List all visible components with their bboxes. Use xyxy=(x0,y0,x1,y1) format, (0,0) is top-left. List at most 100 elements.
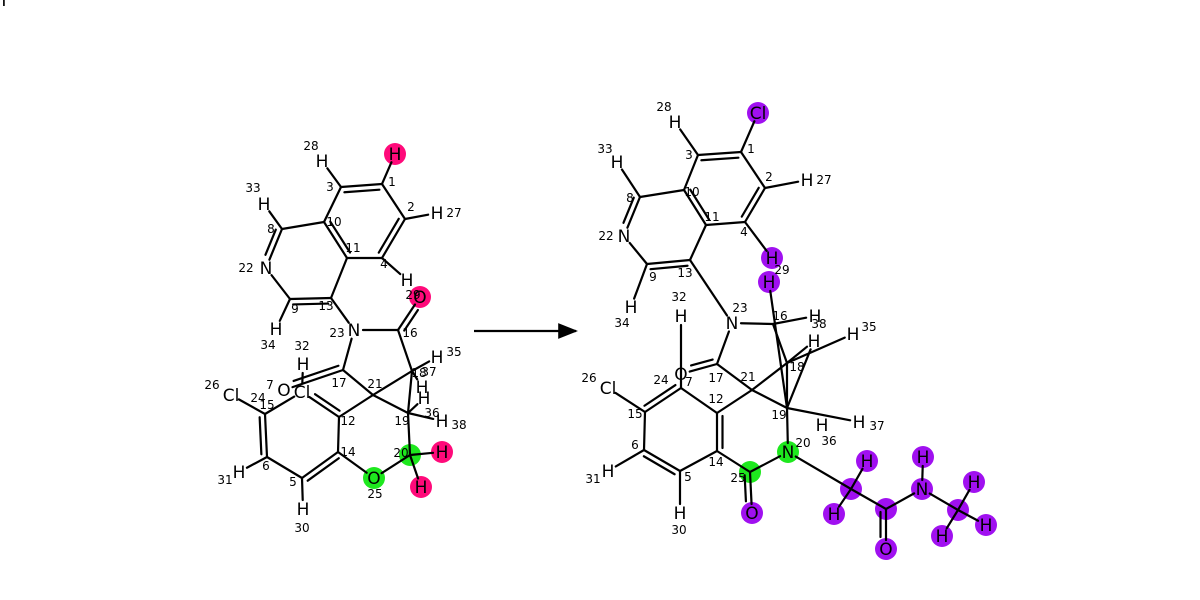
bond xyxy=(645,258,692,266)
atom-symbol: H xyxy=(936,527,949,547)
bond xyxy=(750,388,789,410)
bond xyxy=(849,487,888,511)
atom-index-number: 27 xyxy=(816,173,831,187)
atom-highlight xyxy=(931,525,953,547)
bond xyxy=(237,398,267,416)
atom-symbol: H xyxy=(233,463,246,483)
bond xyxy=(628,241,649,266)
atom-index-number: 38 xyxy=(811,317,826,331)
atom-index-number: 6 xyxy=(262,459,270,473)
bond xyxy=(679,386,719,415)
bond xyxy=(371,369,414,397)
bond xyxy=(945,508,960,530)
atom-index-number: 31 xyxy=(585,472,600,486)
atom-index-number: 37 xyxy=(421,365,436,379)
atom-index-number: 23 xyxy=(329,326,344,340)
bond xyxy=(794,455,853,491)
atom-index-number: 21 xyxy=(367,377,382,391)
atom-index-number: 10 xyxy=(326,215,341,229)
bond xyxy=(678,449,719,473)
bond-double-line xyxy=(642,455,676,476)
bond xyxy=(748,455,782,474)
bond xyxy=(743,220,768,252)
bond xyxy=(785,406,789,445)
bond xyxy=(614,448,646,468)
bond xyxy=(679,128,700,157)
atom-symbol: H xyxy=(611,153,624,173)
atom-index-number: 14 xyxy=(708,455,723,469)
atom-symbol: H xyxy=(416,378,429,398)
atom-index-number: 33 xyxy=(597,142,612,156)
atom-index-number: 32 xyxy=(671,290,686,304)
atom-index-number: 7 xyxy=(685,375,693,389)
atom-index-number: 28 xyxy=(656,100,671,114)
bond xyxy=(410,369,419,381)
atom-index-number: 24 xyxy=(653,373,668,387)
atom-symbol: H xyxy=(847,325,860,345)
bond xyxy=(300,476,304,502)
atom-symbol: H xyxy=(980,516,993,536)
bond xyxy=(715,388,754,415)
bond xyxy=(785,406,852,422)
atom-symbol: H xyxy=(270,320,283,340)
bond xyxy=(406,411,412,457)
atom-index-number: 9 xyxy=(649,270,657,284)
bond-double-line xyxy=(306,457,340,482)
atom-symbol: H xyxy=(436,443,449,463)
bond xyxy=(849,467,864,491)
atom-index-number: 22 xyxy=(238,261,253,275)
bond xyxy=(715,330,731,366)
bond xyxy=(642,410,647,452)
bond-double-line xyxy=(292,364,340,383)
bond-double-line xyxy=(622,196,635,224)
bond-double-line xyxy=(649,264,689,271)
atom-index-number: 16 xyxy=(772,309,787,323)
atom-symbol: Cl xyxy=(223,386,240,406)
atom-index-number: 14 xyxy=(340,445,355,459)
atom-index-number: 5 xyxy=(289,475,297,489)
reactant-highlights xyxy=(363,143,453,498)
atom-index-number: 35 xyxy=(861,320,876,334)
atom-index-number: 9 xyxy=(291,302,299,316)
atom-symbol: H xyxy=(316,152,329,172)
bond-double-line xyxy=(292,302,330,306)
atom-symbol: H xyxy=(801,171,814,191)
bond xyxy=(322,220,349,260)
atom-index-number: 32 xyxy=(294,339,309,353)
atom-index-number: 8 xyxy=(626,191,634,205)
bond xyxy=(642,448,682,473)
atom-index-number: 23 xyxy=(732,301,747,315)
bond xyxy=(308,395,341,419)
bond-double-line xyxy=(643,383,677,407)
reactant-molecule: 123456O789101112131415161718192021N22N23… xyxy=(0,0,467,535)
atom-index-number: 7 xyxy=(266,378,274,392)
atom-symbol: N xyxy=(916,480,929,500)
bond xyxy=(396,328,414,373)
product-bonds xyxy=(614,120,980,542)
atom-symbol: H xyxy=(401,271,414,291)
bond xyxy=(408,453,420,480)
bond-double-line xyxy=(743,474,748,503)
atom-index-number: 1 xyxy=(747,142,755,156)
atom-highlight xyxy=(747,102,769,124)
atom-symbol: O xyxy=(413,288,426,308)
bond xyxy=(739,322,775,326)
bond xyxy=(380,256,402,276)
bond xyxy=(380,182,407,221)
atom-symbol: O xyxy=(367,469,380,489)
atom-symbol: H xyxy=(861,452,874,472)
bond-double-line xyxy=(313,393,341,412)
bond xyxy=(626,195,642,229)
atom-index-number: 22 xyxy=(598,229,613,243)
atom-symbol: Cl xyxy=(294,383,311,403)
bond xyxy=(270,274,292,301)
bond xyxy=(288,296,333,301)
bond xyxy=(715,449,752,474)
bond xyxy=(785,345,809,365)
bond xyxy=(638,188,686,199)
atom-symbol: N xyxy=(782,443,795,463)
bond xyxy=(739,150,767,190)
atom-symbol: H xyxy=(602,462,615,482)
